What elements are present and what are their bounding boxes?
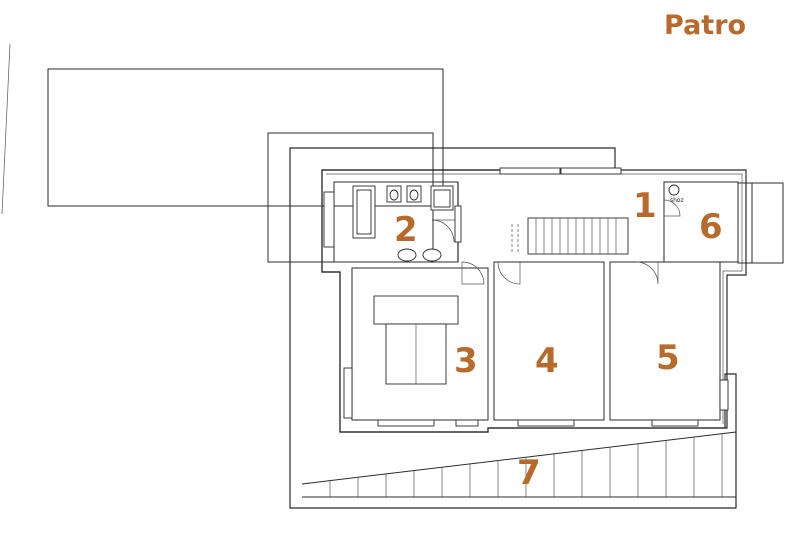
ramp-lines — [329, 434, 723, 497]
room-number-2: 2 — [394, 210, 418, 250]
sink-icon — [422, 248, 442, 262]
plan-title: Patro — [664, 10, 746, 41]
room-number-5: 5 — [656, 338, 680, 378]
window — [455, 419, 479, 427]
window — [651, 419, 699, 427]
window — [560, 167, 622, 175]
door-swing — [461, 261, 485, 285]
building-outer-wall — [321, 169, 747, 433]
right-projection — [737, 182, 784, 264]
headboard-icon — [373, 295, 459, 325]
window — [719, 379, 729, 411]
window — [517, 419, 575, 427]
door-swing — [431, 219, 455, 243]
ramp-edge — [301, 431, 737, 485]
window — [499, 167, 561, 175]
window — [343, 367, 353, 419]
door-swing — [663, 199, 681, 217]
bathroom-window — [323, 191, 335, 248]
site-boundary-line — [1, 43, 11, 215]
staircase-icon — [527, 217, 629, 255]
room-number-6: 6 — [699, 207, 723, 247]
sink-icon — [397, 248, 417, 262]
shaft-icon — [668, 184, 680, 196]
door-swing — [497, 261, 521, 285]
door-swing — [635, 261, 659, 285]
room-number-4: 4 — [535, 341, 559, 381]
stair-treads — [535, 218, 617, 254]
room-number-7: 7 — [517, 453, 541, 493]
lower-roof-outline — [47, 68, 444, 207]
room-number-3: 3 — [454, 341, 478, 381]
room-number-1: 1 — [633, 186, 657, 226]
window — [377, 419, 435, 427]
shaft-label: shoz — [670, 197, 684, 204]
